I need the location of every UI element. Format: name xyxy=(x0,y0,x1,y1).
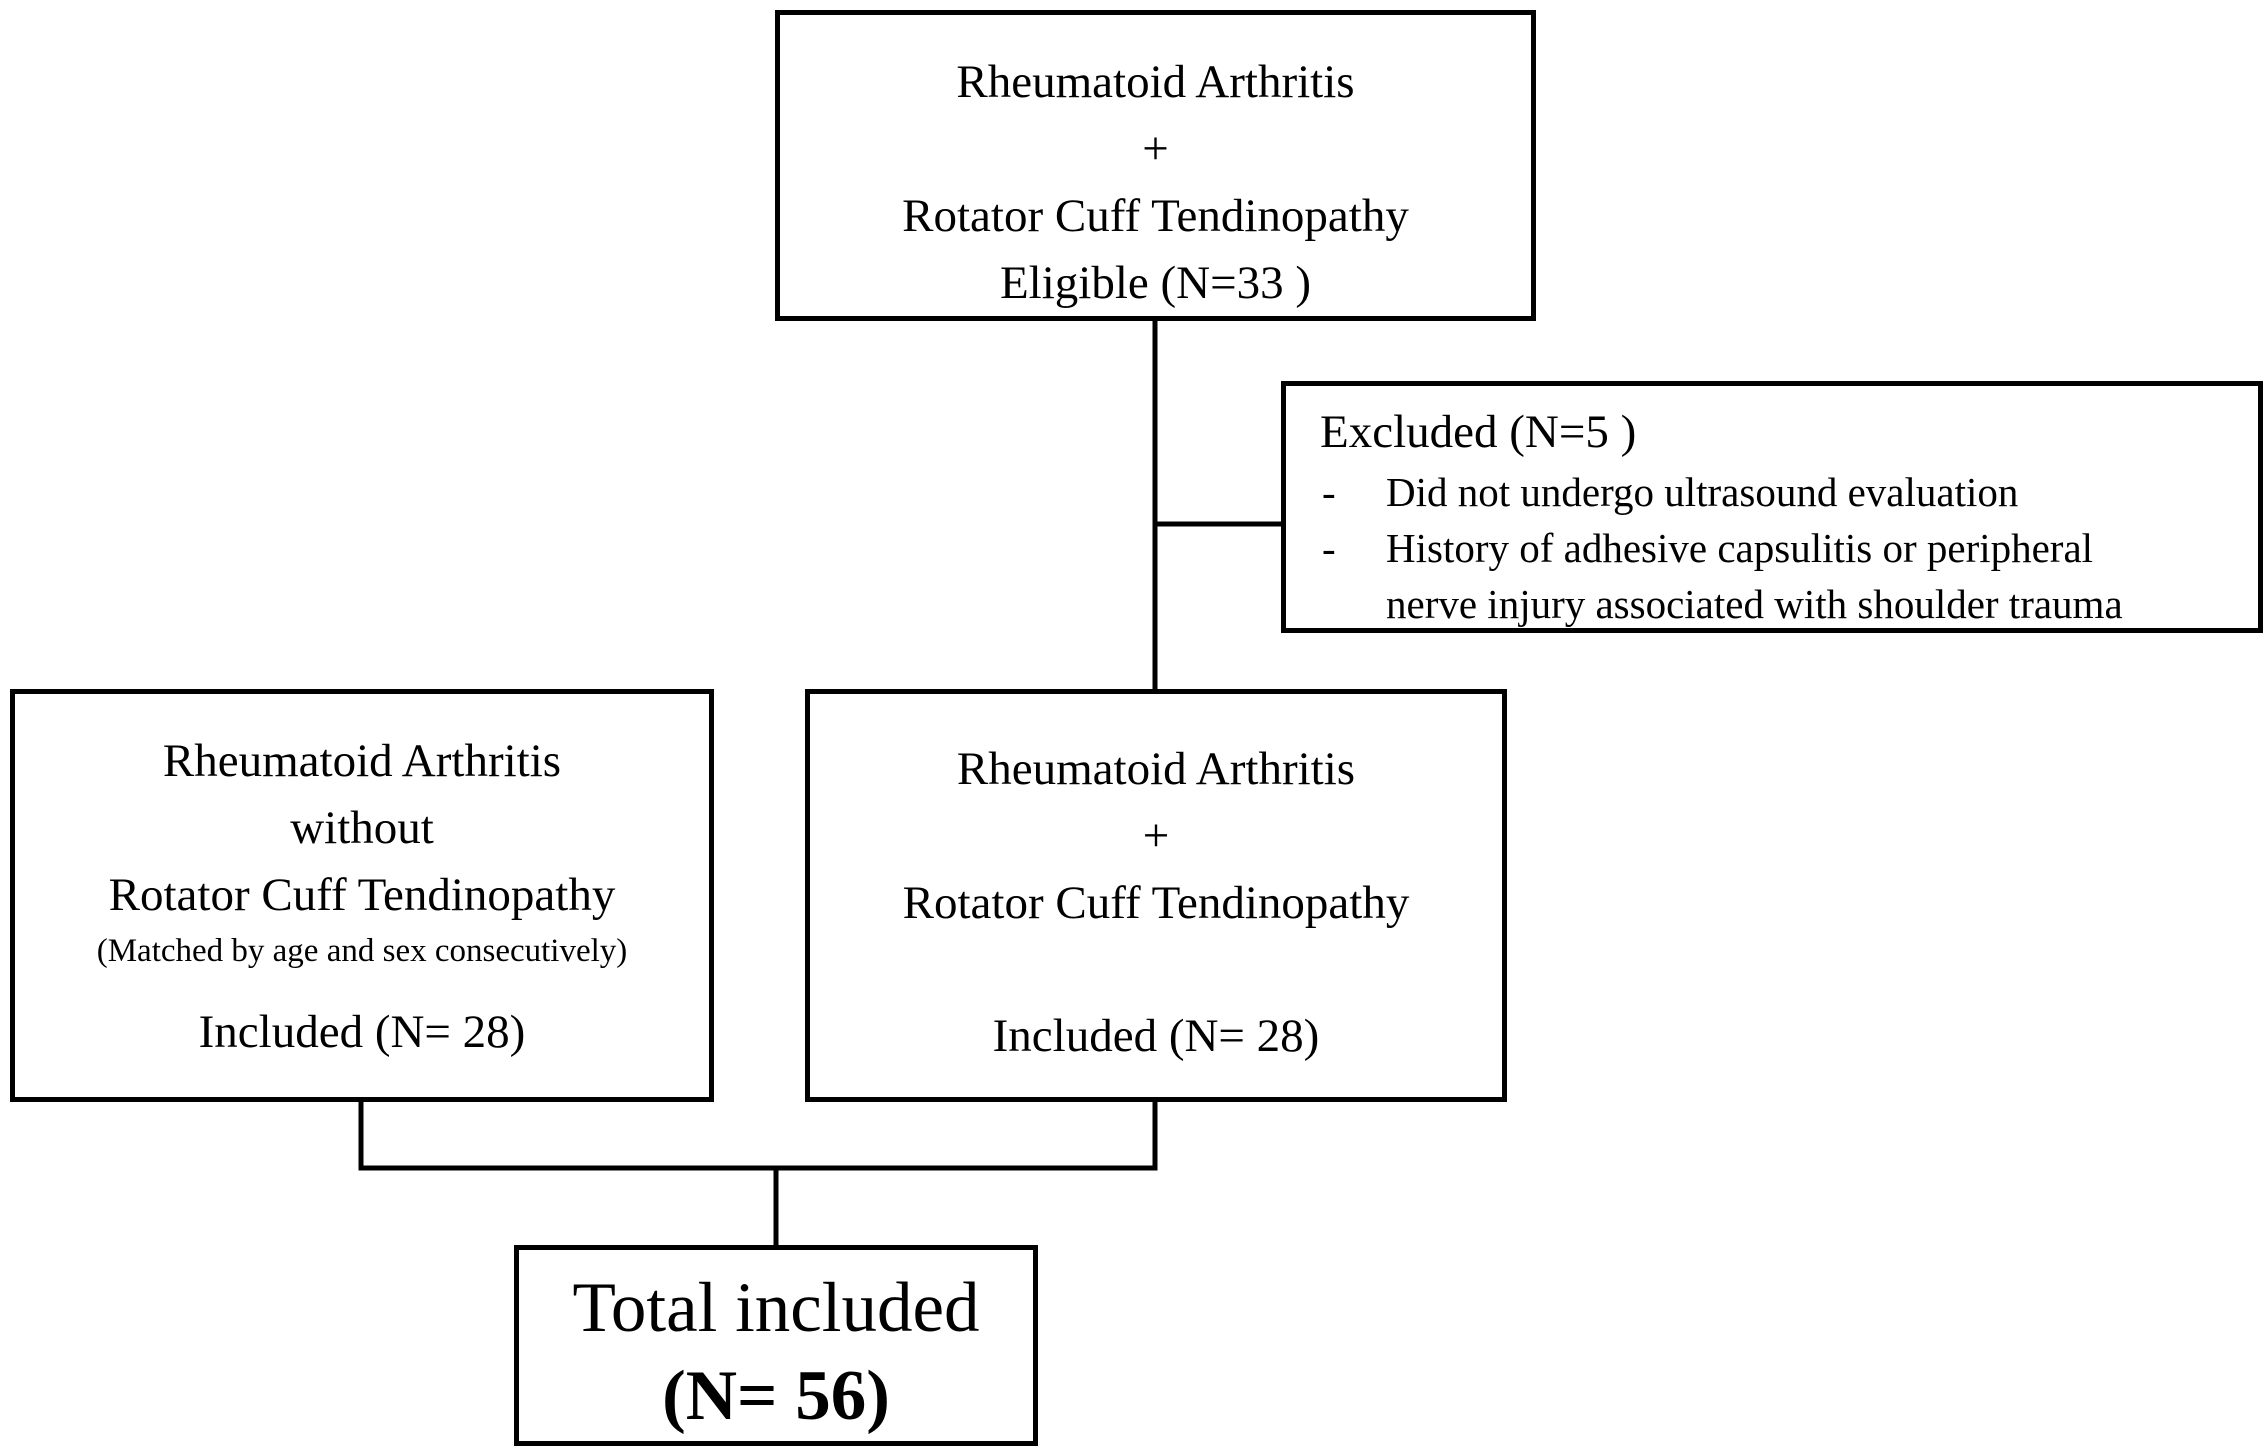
with-included-count: Included (N= 28) xyxy=(992,1010,1320,1062)
with-line-1: Rheumatoid Arthritis xyxy=(956,743,1356,795)
with-rct-box: Rheumatoid Arthritis + Rotator Cuff Tend… xyxy=(805,689,1507,1102)
excluded-item-text: Did not undergo ultrasound evaluation xyxy=(1386,469,2019,515)
eligible-line-2: + xyxy=(1142,123,1169,175)
without-matching-note: (Matched by age and sex consecutively) xyxy=(96,933,628,969)
excluded-item-bullet: - xyxy=(1322,525,1336,571)
total-box: Total included (N= 56) xyxy=(514,1245,1038,1446)
excluded-title: Excluded (N=5 ) xyxy=(1320,406,1637,458)
total-label: Total included xyxy=(572,1269,980,1347)
eligible-line-3: Rotator Cuff Tendinopathy xyxy=(902,190,1409,242)
with-line-3: Rotator Cuff Tendinopathy xyxy=(902,877,1410,929)
excluded-item-text: nerve injury associated with shoulder tr… xyxy=(1386,581,2123,627)
excluded-item-text: History of adhesive capsulitis or periph… xyxy=(1386,525,2094,571)
without-line-3: Rotator Cuff Tendinopathy xyxy=(108,869,616,921)
total-count: (N= 56) xyxy=(662,1357,890,1435)
without-included-count: Included (N= 28) xyxy=(198,1006,526,1058)
eligible-line-1: Rheumatoid Arthritis xyxy=(956,56,1355,108)
excluded-item-bullet: - xyxy=(1322,469,1336,515)
eligible-box: Rheumatoid Arthritis + Rotator Cuff Tend… xyxy=(775,10,1536,321)
excluded-item: - Did not undergo ultrasound evaluation xyxy=(1320,464,2258,520)
without-rct-box: Rheumatoid Arthritis without Rotator Cuf… xyxy=(10,689,714,1102)
with-line-2: + xyxy=(1142,810,1170,862)
excluded-box: Excluded (N=5 ) - Did not undergo ultras… xyxy=(1281,381,2263,633)
without-line-2: without xyxy=(290,802,434,854)
without-line-1: Rheumatoid Arthritis xyxy=(162,735,562,787)
eligible-line-4: Eligible (N=33 ) xyxy=(999,257,1312,309)
excluded-item: - History of adhesive capsulitis or peri… xyxy=(1320,520,2258,632)
